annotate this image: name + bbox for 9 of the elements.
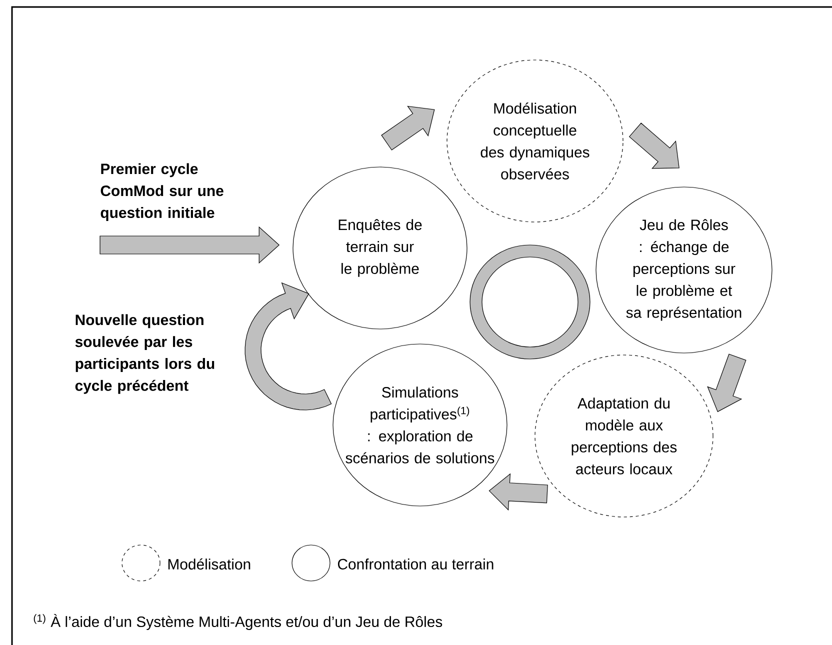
block-arrow xyxy=(100,226,280,264)
edge-label: Nouvelle question soulevée par les participants lors du cycle précédent xyxy=(75,314,214,394)
footnote: $^{(1)}$ À l’aide d’un Système Multi-Agents et/ou d’un Jeu de Rôles xyxy=(34,614,442,630)
block-arrow xyxy=(707,354,746,412)
legend-label: Modélisation xyxy=(168,558,250,570)
legend-label: Confrontation au terrain xyxy=(338,558,494,570)
block-arrow xyxy=(381,106,435,150)
block-arrow xyxy=(488,473,548,511)
cycle-note: Premier cycle ComMod sur une question initiale xyxy=(100,163,224,221)
